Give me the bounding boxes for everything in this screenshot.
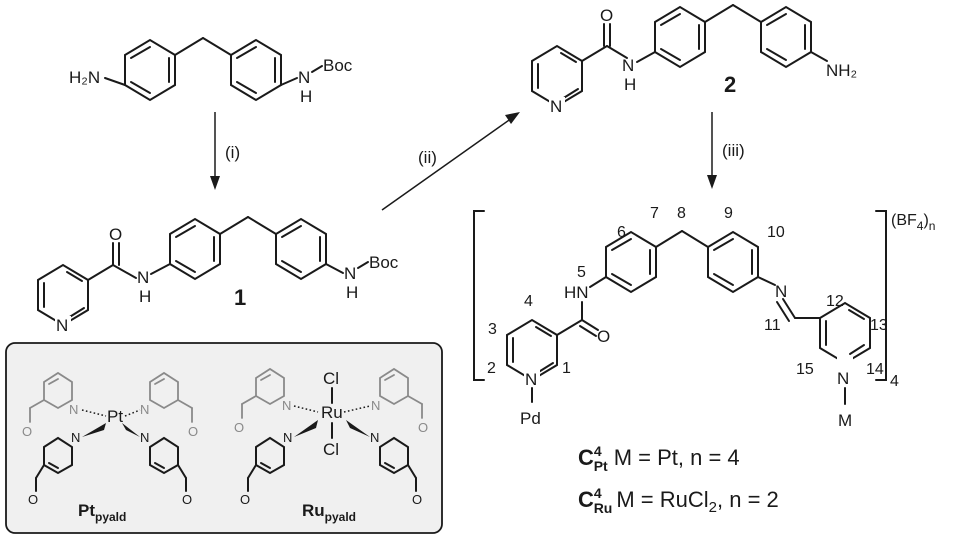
arrowhead-2 <box>505 112 520 124</box>
svg-text:O: O <box>188 424 198 439</box>
pyridine-n-1: N <box>56 316 68 335</box>
compound-2: N O N H NH₂ 2 <box>531 4 857 116</box>
nh-boc-n-1: N <box>344 264 356 283</box>
amine-label: H₂N <box>69 68 100 87</box>
svg-text:O: O <box>182 492 192 507</box>
nh-boc-h-1: H <box>346 283 358 302</box>
num-8: 8 <box>677 205 686 222</box>
arrowhead-3 <box>707 175 717 189</box>
condition-1: (i) <box>225 143 240 162</box>
svg-text:O: O <box>412 492 422 507</box>
amide-n-1: N <box>137 268 149 287</box>
left-pyridine-n: N <box>525 370 537 389</box>
svg-text:O: O <box>418 420 428 435</box>
num-10: 10 <box>767 224 785 241</box>
svg-text:N: N <box>282 398 291 413</box>
compound-1: N O N H N H Boc 1 <box>37 216 399 335</box>
num-9: 9 <box>724 205 733 222</box>
nh-label: N <box>298 68 310 87</box>
amide-hn-cage: HN <box>564 283 589 302</box>
cl-top: Cl <box>323 369 339 388</box>
svg-text:N: N <box>69 402 78 417</box>
svg-text:O: O <box>28 492 38 507</box>
h-label: H <box>300 87 312 106</box>
compound-2-label: 2 <box>724 72 736 97</box>
num-13: 13 <box>870 317 888 334</box>
svg-text:N: N <box>283 430 292 445</box>
arrow-step-2 <box>381 117 513 211</box>
svg-text:N: N <box>371 398 380 413</box>
compound-1-label: 1 <box>234 285 246 310</box>
num-4: 4 <box>524 293 533 310</box>
imine-n: N <box>775 282 787 301</box>
pyridine-n-2: N <box>550 97 562 116</box>
num-3: 3 <box>488 321 497 338</box>
starting-material: H₂N N H Boc <box>69 37 353 106</box>
amide-n-2: N <box>622 56 634 75</box>
carbonyl-o-1: O <box>109 225 122 244</box>
svg-text:N: N <box>71 430 80 445</box>
svg-text:O: O <box>240 492 250 507</box>
cage-repeat-unit: (BF4)n 4 N Pd O HN N <box>473 205 935 430</box>
pt-pyald-complex: Pt O N O N O N <box>22 371 198 524</box>
precursor-box: Pt O N O N O N <box>5 342 443 534</box>
arrowhead-1 <box>210 176 220 190</box>
condition-3: (iii) <box>722 141 745 160</box>
amine-label-2: NH₂ <box>826 61 857 80</box>
num-7: 7 <box>650 205 659 222</box>
svg-text:N: N <box>370 430 379 445</box>
m-label: M <box>838 411 852 430</box>
pd-label: Pd <box>520 409 541 428</box>
right-bracket <box>875 210 887 381</box>
left-bracket <box>473 210 485 381</box>
right-pyridine-n: N <box>837 369 849 388</box>
ru-pyald-label: Rupyald <box>302 501 356 524</box>
num-5: 5 <box>577 264 586 281</box>
amide-h-2: H <box>624 75 636 94</box>
num-12: 12 <box>826 293 844 310</box>
cl-bottom: Cl <box>323 440 339 459</box>
condition-2: (ii) <box>418 148 437 167</box>
repeat-count: 4 <box>890 373 899 390</box>
ru-center: Ru <box>321 403 343 422</box>
svg-text:N: N <box>140 430 149 445</box>
num-14: 14 <box>866 361 884 378</box>
pt-center: Pt <box>107 407 123 426</box>
num-1: 1 <box>562 360 571 377</box>
counterion: (BF4)n <box>891 212 935 233</box>
num-6: 6 <box>617 224 626 241</box>
boc-label: Boc <box>323 56 353 75</box>
boc-label-1: Boc <box>369 253 399 272</box>
num-15: 15 <box>796 361 814 378</box>
svg-text:O: O <box>234 420 244 435</box>
svg-text:O: O <box>22 424 32 439</box>
pt-pyald-label: Ptpyald <box>78 501 126 524</box>
amide-o-cage: O <box>597 327 610 346</box>
svg-text:N: N <box>140 402 149 417</box>
amide-h-1: H <box>139 287 151 306</box>
carbonyl-o-2: O <box>600 6 613 25</box>
num-2: 2 <box>487 360 496 377</box>
num-11: 11 <box>764 317 781 334</box>
ru-pyald-complex: Ru Cl Cl O N O N O <box>234 367 428 524</box>
